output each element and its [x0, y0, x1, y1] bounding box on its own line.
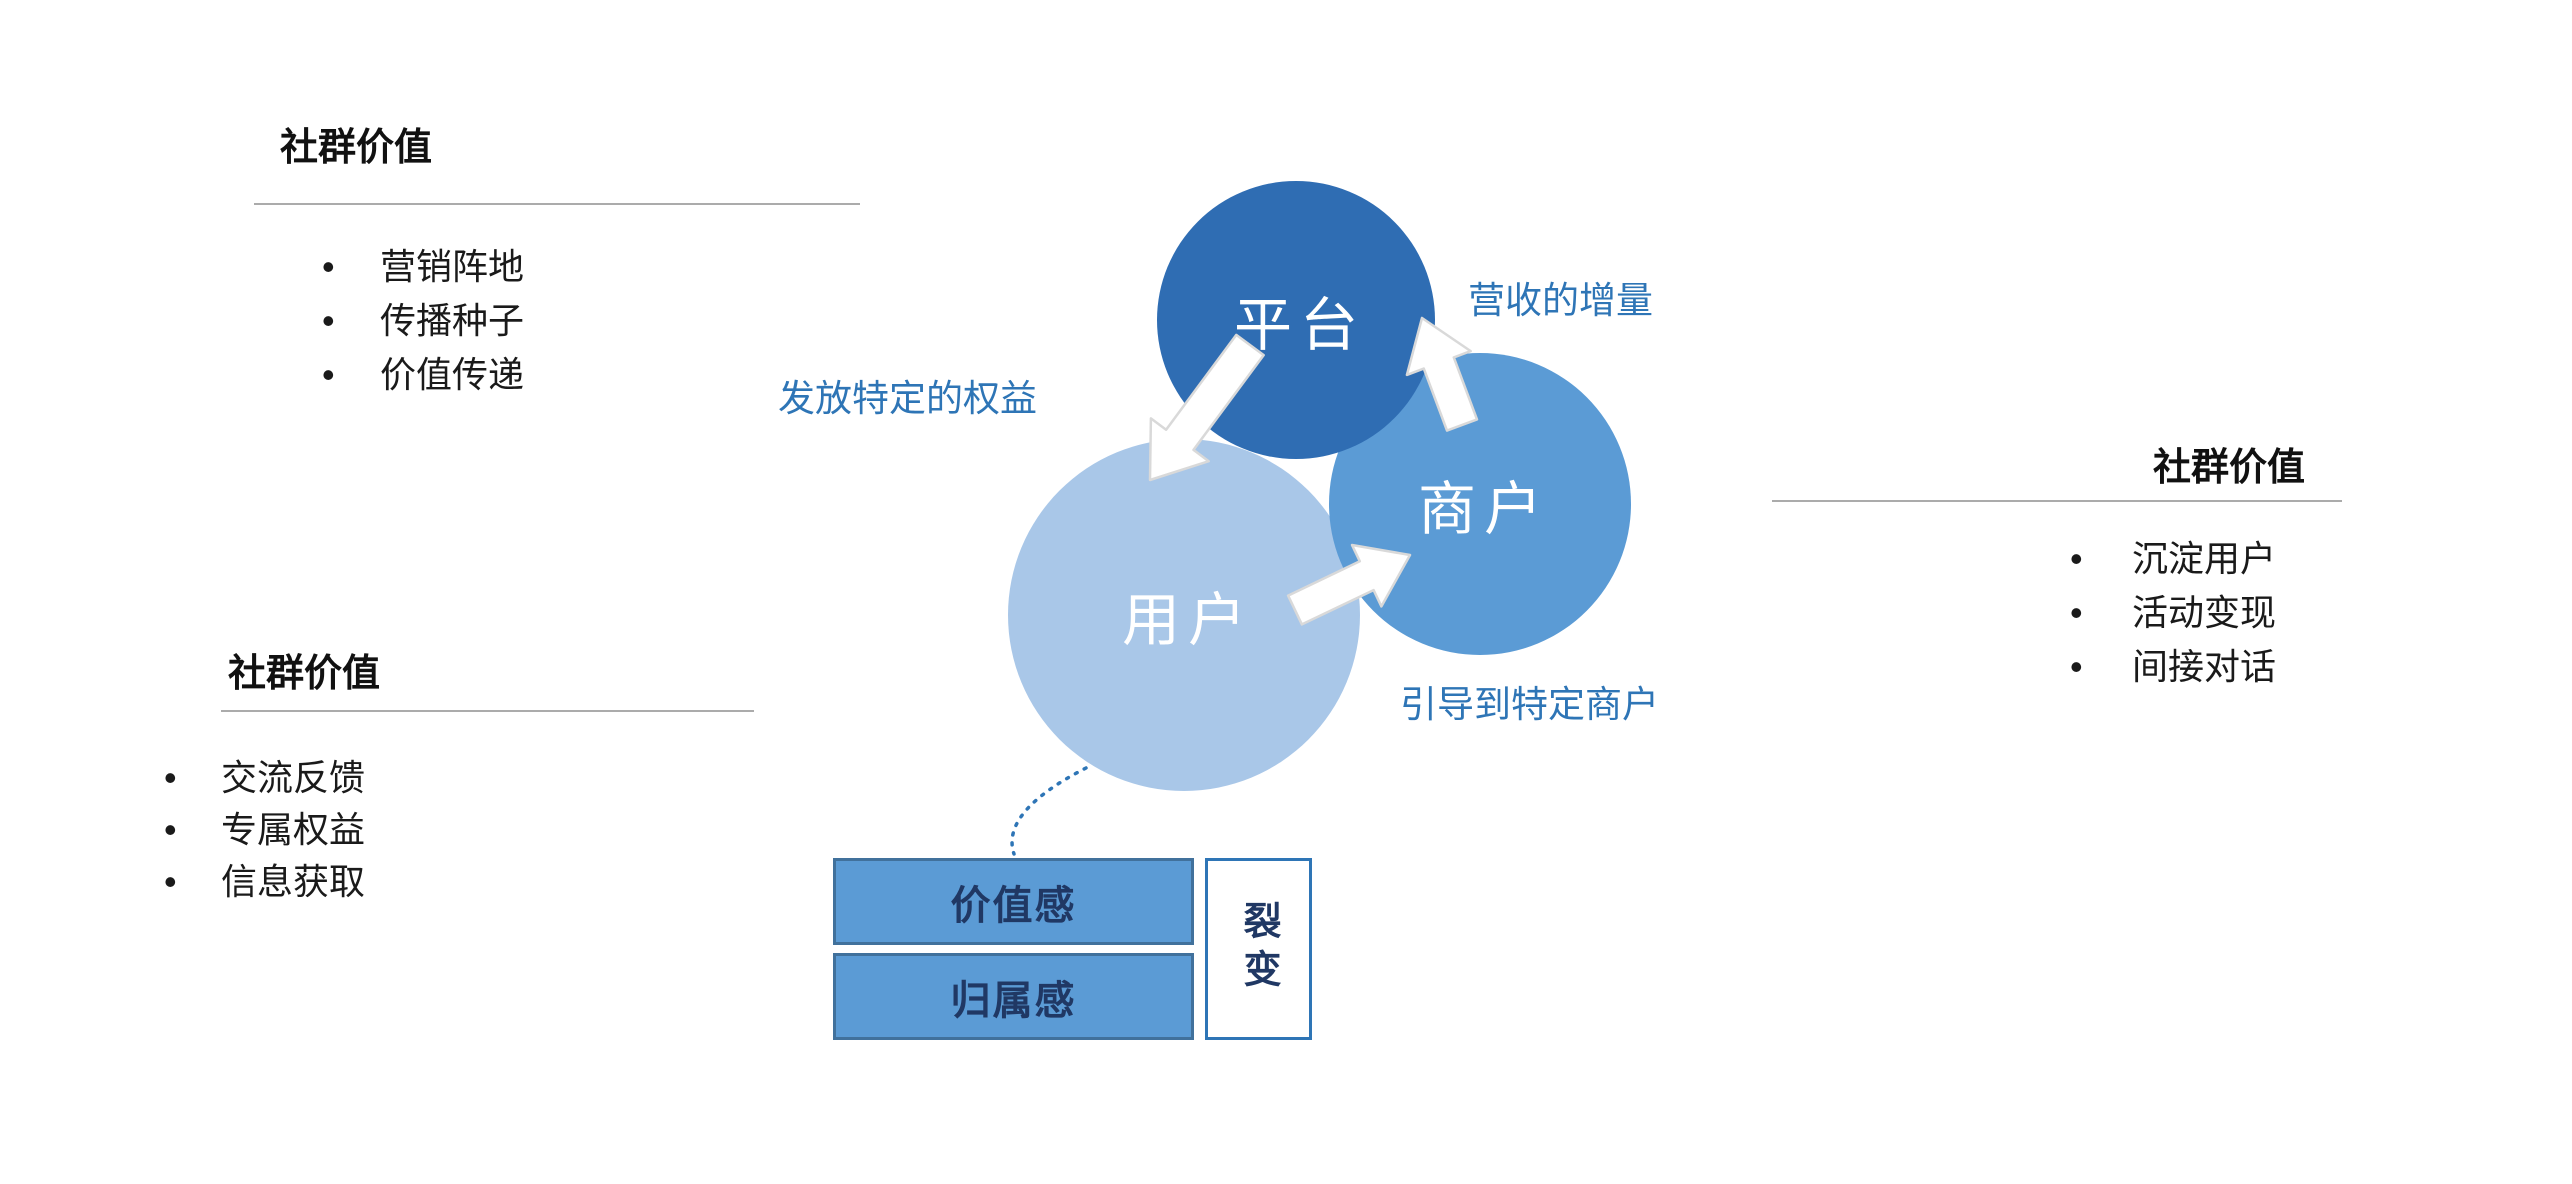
list-item-label: 价值传递 [380, 354, 525, 395]
panel-list-bottom-left: • 交流反馈 • 专属权益 • 信息获取 [164, 752, 365, 908]
list-item-label: 间接对话 [2132, 646, 2277, 687]
list-item-label: 传播种子 [380, 300, 525, 341]
bullet-dot: • [164, 861, 177, 902]
divider-line-top-left [254, 203, 860, 205]
panel-list-top-left: • 营销阵地 • 传播种子 • 价值传递 [322, 240, 524, 402]
list-item-label: 交流反馈 [221, 757, 366, 798]
circle-user: 用户 [1008, 439, 1360, 791]
list-item: • 传播种子 [322, 294, 524, 348]
list-item-label: 专属权益 [221, 809, 366, 850]
bullet-dot: • [322, 354, 335, 395]
bullet-dot: • [322, 246, 335, 287]
bullet-dot: • [164, 809, 177, 850]
flow-label-guide-to-merchant: 引导到特定商户 [1400, 684, 1659, 725]
divider-line-bottom-left [221, 710, 754, 712]
circle-user-label: 用户 [1121, 588, 1254, 653]
list-item: • 沉淀用户 [2070, 532, 2276, 586]
bullet-dot: • [2070, 646, 2083, 687]
circle-platform: 平台 [1157, 181, 1435, 459]
panel-title-bottom-left: 社群价值 [228, 653, 381, 695]
list-item: • 营销阵地 [322, 240, 524, 294]
flow-label-grant-benefits: 发放特定的权益 [778, 378, 1037, 419]
box-fission: 裂变 [1205, 858, 1312, 1040]
list-item-label: 沉淀用户 [2132, 538, 2277, 579]
list-item-label: 活动变现 [2132, 592, 2277, 633]
bullet-dot: • [322, 300, 335, 341]
dotted-connector-user-to-box [1010, 766, 1088, 856]
box-value-sense-label: 价值感 [950, 883, 1077, 928]
box-belonging-sense-label: 归属感 [950, 978, 1077, 1023]
list-item: • 间接对话 [2070, 640, 2276, 694]
list-item: • 价值传递 [322, 348, 524, 402]
box-value-sense: 价值感 [833, 858, 1194, 945]
panel-title-top-left: 社群价值 [280, 127, 433, 169]
bullet-dot: • [164, 757, 177, 798]
list-item: • 活动变现 [2070, 586, 2276, 640]
flow-label-revenue-increase: 营收的增量 [1468, 280, 1653, 321]
panel-title-right: 社群价值 [2152, 447, 2305, 489]
list-item: • 专属权益 [164, 804, 365, 856]
circle-merchant-label: 商户 [1417, 477, 1550, 542]
box-belonging-sense: 归属感 [833, 953, 1194, 1040]
box-fission-label: 裂变 [1237, 901, 1279, 997]
circle-platform-label: 平台 [1233, 293, 1366, 358]
panel-list-right: • 沉淀用户 • 活动变现 • 间接对话 [2070, 532, 2276, 694]
bullet-dot: • [2070, 592, 2083, 633]
list-item: • 交流反馈 [164, 752, 365, 804]
divider-line-right [1772, 500, 2342, 502]
bullet-dot: • [2070, 538, 2083, 579]
list-item-label: 信息获取 [221, 861, 366, 902]
list-item-label: 营销阵地 [380, 246, 525, 287]
list-item: • 信息获取 [164, 856, 365, 908]
